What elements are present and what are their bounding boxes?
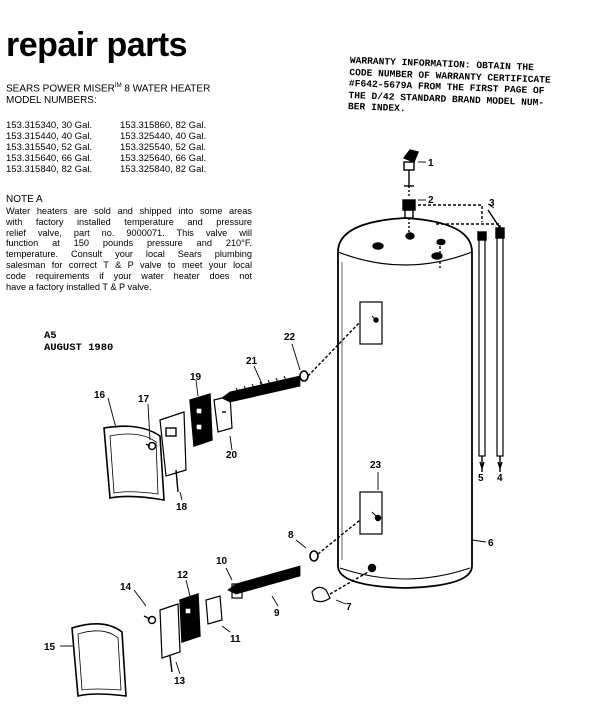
callout-14: 14 bbox=[120, 582, 132, 593]
callout-8: 8 bbox=[288, 530, 294, 541]
model-list-left: 153.315340, 30 Gal. 153.315440, 40 Gal. … bbox=[6, 120, 92, 175]
callout-6: 6 bbox=[488, 538, 494, 549]
callout-4: 4 bbox=[497, 473, 503, 484]
callout-10: 10 bbox=[216, 556, 228, 567]
callout-20: 20 bbox=[226, 450, 238, 461]
stamp-date: AUGUST 1980 bbox=[44, 342, 114, 354]
callout-21: 21 bbox=[246, 356, 258, 367]
note-line: temperature. Consult your local Sears pl… bbox=[6, 249, 252, 260]
callout-17: 17 bbox=[138, 394, 150, 405]
callout-22: 22 bbox=[284, 332, 296, 343]
callout-16: 16 bbox=[94, 390, 106, 401]
callout-2: 2 bbox=[428, 195, 434, 206]
fitting-part bbox=[402, 199, 416, 232]
note-line: function at 150 pounds pressure and 210°… bbox=[6, 238, 252, 249]
relief-valve-part bbox=[402, 149, 419, 196]
callout-leaders bbox=[60, 161, 495, 675]
model-item: 153.325840, 82 Gal. bbox=[120, 164, 207, 175]
product-line: SEARS POWER MISERIM 8 WATER HEATER bbox=[6, 80, 210, 95]
lower-element-parts bbox=[71, 519, 369, 698]
callout-12: 12 bbox=[177, 570, 189, 581]
product-name-tail: 8 WATER HEATER bbox=[124, 83, 211, 95]
water-heater-tank bbox=[337, 217, 473, 589]
callout-7: 7 bbox=[346, 602, 352, 613]
callout-11: 11 bbox=[230, 634, 241, 645]
model-item: 153.325440, 40 Gal. bbox=[120, 131, 207, 142]
callout-18: 18 bbox=[176, 502, 188, 513]
note-line: code requirements if your water heater d… bbox=[6, 270, 252, 281]
trademark-mark: IM bbox=[114, 83, 122, 89]
model-item: 153.325640, 66 Gal. bbox=[120, 153, 207, 164]
note-heading: NOTE A bbox=[6, 194, 43, 205]
note-line: have a factory installed T & P valve. bbox=[6, 281, 152, 292]
model-item: 153.325540, 52 Gal. bbox=[120, 142, 207, 153]
model-list-right: 153.315860, 82 Gal. 153.325440, 40 Gal. … bbox=[120, 120, 206, 175]
callout-5: 5 bbox=[478, 473, 484, 484]
callout-15: 15 bbox=[44, 642, 56, 653]
model-item: 153.315540, 52 Gal. bbox=[6, 142, 93, 153]
callout-3: 3 bbox=[489, 198, 495, 209]
callout-9: 9 bbox=[274, 608, 280, 619]
note-line: Water heaters are sold and shipped into … bbox=[6, 206, 252, 216]
dip-tube-anode-parts bbox=[418, 204, 505, 472]
callout-labels: 1 2 3 4 5 6 7 8 9 10 11 12 13 14 15 16 1… bbox=[44, 158, 503, 687]
callout-23: 23 bbox=[370, 460, 382, 471]
product-heading: SEARS POWER MISERIM 8 WATER HEATER MODEL… bbox=[6, 80, 210, 107]
note-line: with factory installed temperature and p… bbox=[6, 216, 252, 227]
revision-stamp: A5 AUGUST 1980 bbox=[44, 330, 113, 354]
note-line: relief valve, part no. 9000071. This val… bbox=[6, 227, 252, 238]
model-item: 153.315440, 40 Gal. bbox=[6, 131, 93, 142]
callout-1: 1 bbox=[428, 158, 434, 169]
upper-element-parts bbox=[103, 321, 361, 501]
model-item: 153.315840, 82 Gal. bbox=[6, 164, 93, 175]
note-text: Water heaters are sold and shipped into … bbox=[6, 206, 252, 292]
callout-19: 19 bbox=[190, 372, 202, 383]
note-line: salesman for correct T & P valve to meet… bbox=[6, 259, 252, 270]
model-item: 153.315340, 30 Gal. bbox=[6, 120, 93, 131]
model-numbers-label: MODEL NUMBERS: bbox=[6, 95, 97, 107]
product-name: SEARS POWER MISER bbox=[6, 83, 115, 95]
model-item: 153.315860, 82 Gal. bbox=[120, 120, 207, 131]
callout-13: 13 bbox=[174, 676, 186, 687]
model-item: 153.315640, 66 Gal. bbox=[6, 153, 93, 164]
stamp-code: A5 bbox=[44, 330, 57, 342]
page-title: repair parts bbox=[6, 26, 188, 64]
